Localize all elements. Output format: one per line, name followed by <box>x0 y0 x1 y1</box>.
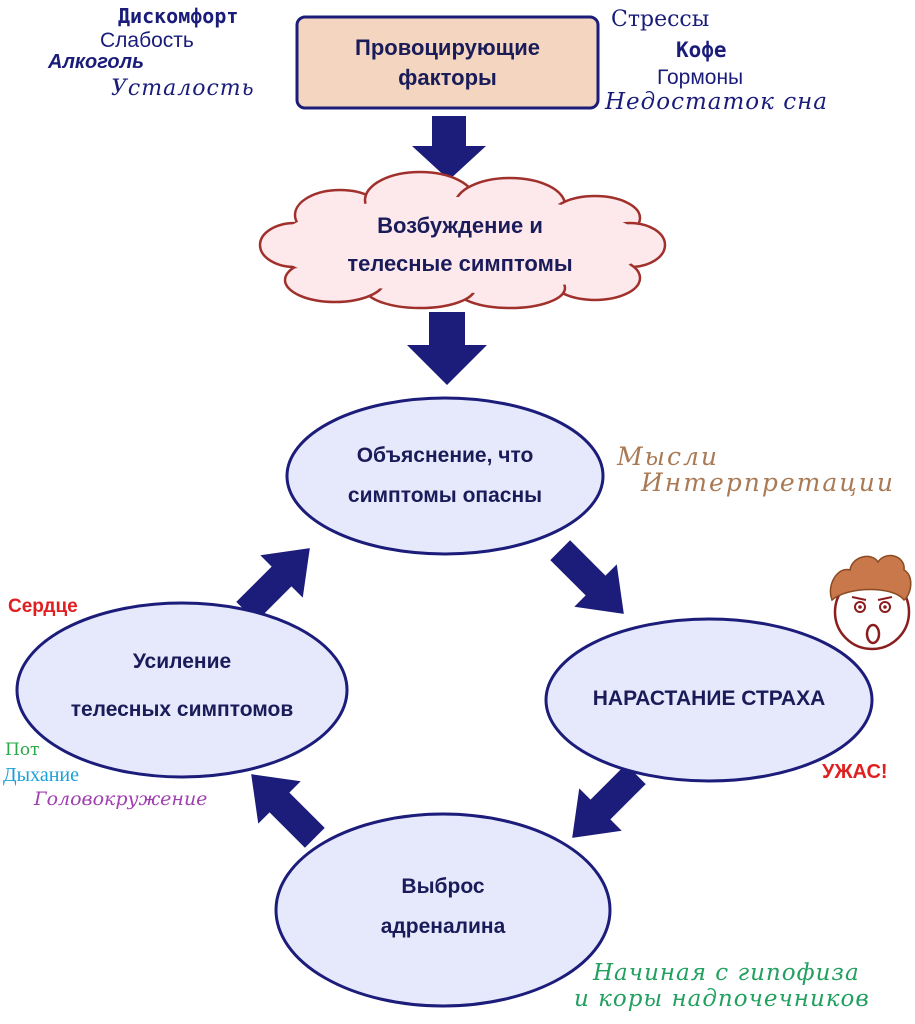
symptom-sweat: Пот <box>5 740 40 760</box>
arrow-intensification-to-explanation <box>236 548 310 622</box>
glands-line2: и коры надпочечников <box>574 986 870 1012</box>
provoking-factors-box <box>295 15 600 110</box>
adrenaline-label: Выброс адреналина <box>300 867 586 947</box>
shocked-face-icon <box>829 554 912 651</box>
symptom-breathing: Дыхание <box>3 764 79 786</box>
fear-label: НАРАСТАНИЕ СТРАХА <box>592 687 826 710</box>
symptom-dizziness: Головокружение <box>34 788 208 810</box>
factor-fatigue: Усталость <box>111 76 255 101</box>
factor-discomfort: Дискомфорт <box>118 4 239 28</box>
arrow-arousal-to-explanation <box>407 312 487 385</box>
factor-alcohol: Алкоголь <box>48 51 144 73</box>
arrow-explanation-to-fear <box>550 540 624 614</box>
factor-coffee: Кофе <box>676 38 727 62</box>
explanation-line1: Объяснение, что <box>356 444 534 467</box>
arousal-line1: Возбуждение и <box>377 213 543 238</box>
intensification-label: Усиление телесных симптомов <box>22 638 342 734</box>
horror-label: УЖАС! <box>822 761 888 783</box>
arrow-fear-to-adrenaline <box>572 764 646 838</box>
arousal-label: Возбуждение и телесные симптомы <box>275 207 645 283</box>
provoking-factors-line1: Провоцирующие <box>355 35 540 60</box>
explanation-line2: симптомы опасны <box>347 484 543 507</box>
glands-line1: Начиная с гипофиза <box>593 960 860 986</box>
intensification-line1: Усиление <box>132 650 232 673</box>
adrenaline-line1: Выброс <box>401 875 485 898</box>
explanation-ellipse <box>285 396 605 556</box>
interpretations-label: Интерпретации <box>641 468 895 497</box>
symptom-heart: Сердце <box>8 596 78 617</box>
intensification-line2: телесных симптомов <box>70 698 294 721</box>
intensification-ellipse <box>15 601 349 779</box>
arousal-cloud-body <box>275 197 645 293</box>
factor-stress: Стрессы <box>611 7 710 32</box>
factor-weakness: Слабость <box>100 29 194 52</box>
adrenaline-line2: адреналина <box>380 915 506 938</box>
provoking-factors-line2: факторы <box>398 65 497 90</box>
thoughts-label: Мысли <box>617 442 719 471</box>
factor-lack-of-sleep: Недостаток сна <box>605 89 828 115</box>
adrenaline-ellipse <box>274 812 612 1008</box>
arrow-provoking-to-arousal <box>412 116 486 180</box>
explanation-label: Объяснение, что симптомы опасны <box>300 436 590 516</box>
arrow-adrenaline-to-intensification <box>251 774 325 848</box>
factor-hormones: Гормоны <box>657 66 744 89</box>
provoking-factors-label: Провоцирующие факторы <box>297 33 598 93</box>
arousal-line2: телесные симптомы <box>347 251 573 276</box>
fear-ellipse <box>544 617 874 783</box>
